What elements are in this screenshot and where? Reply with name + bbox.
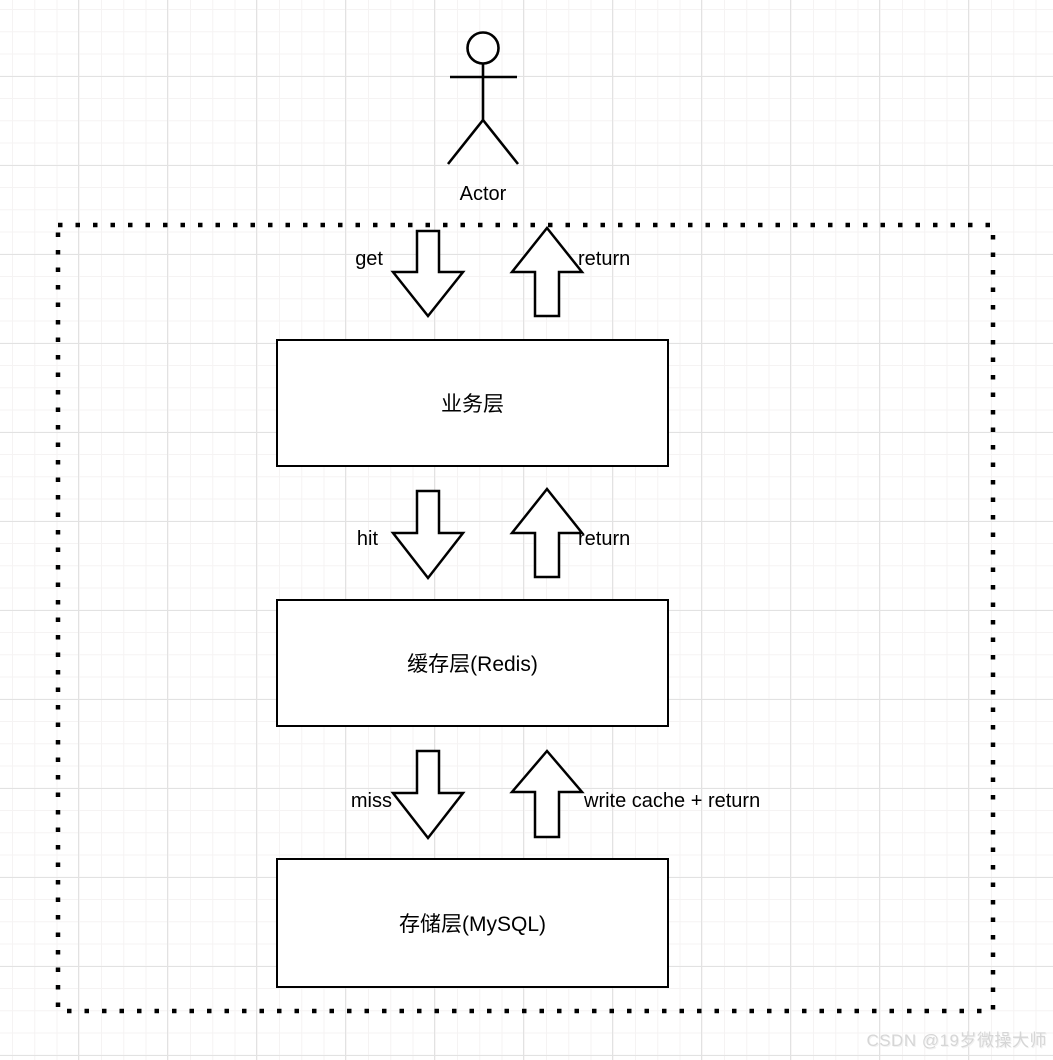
business-layer-box: 业务层 bbox=[276, 339, 669, 467]
actor-right-leg bbox=[481, 119, 520, 165]
write-cache-return-up-arrow bbox=[509, 749, 585, 839]
storage-layer-label: 存储层(MySQL) bbox=[399, 913, 546, 936]
system-boundary-dotted-border bbox=[55, 222, 996, 1014]
miss-down-arrow bbox=[390, 749, 466, 841]
return-label-2: return bbox=[578, 528, 631, 550]
csdn-watermark: CSDN @19岁微操大师 bbox=[866, 1031, 1047, 1050]
get-down-arrow bbox=[390, 229, 466, 319]
hit-label: hit bbox=[356, 528, 378, 550]
actor-label: Actor bbox=[459, 183, 507, 205]
cache-layer-label: 缓存层(Redis) bbox=[407, 653, 538, 676]
write-cache-return-label: write cache + return bbox=[584, 790, 761, 812]
get-label: get bbox=[355, 248, 383, 270]
return-label-1: return bbox=[578, 248, 631, 270]
actor-head bbox=[466, 31, 500, 65]
actor-figure-icon bbox=[446, 31, 520, 165]
return-up-arrow-2 bbox=[509, 486, 585, 579]
hit-down-arrow bbox=[390, 489, 466, 581]
return-up-arrow-1 bbox=[509, 225, 585, 318]
storage-layer-box: 存储层(MySQL) bbox=[276, 858, 669, 988]
actor-left-leg bbox=[446, 119, 485, 165]
cache-layer-box: 缓存层(Redis) bbox=[276, 599, 669, 727]
business-layer-label: 业务层 bbox=[441, 393, 504, 416]
miss-label: miss bbox=[350, 790, 392, 812]
